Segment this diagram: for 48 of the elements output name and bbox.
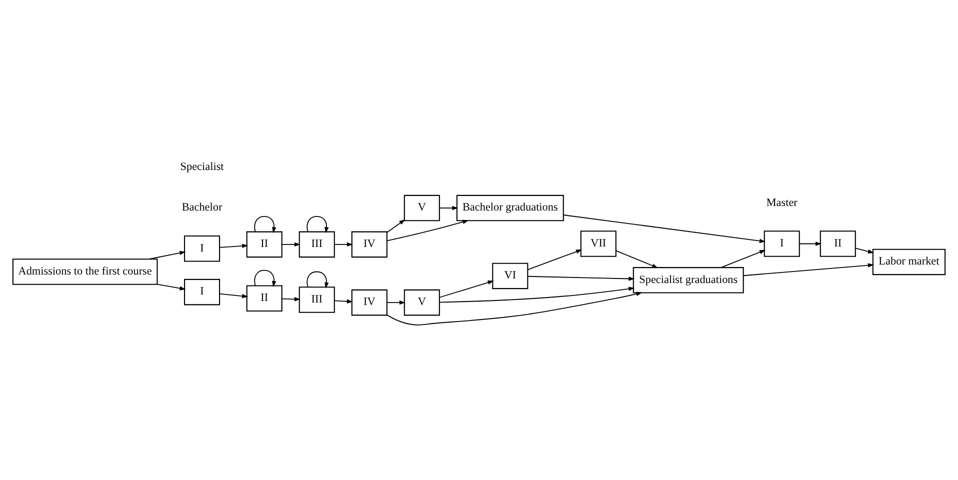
arrow [386, 300, 406, 305]
arrow [219, 293, 248, 298]
node-box: III [298, 231, 335, 258]
node-box: Bachelor graduations [456, 194, 564, 222]
arrow [386, 220, 469, 242]
node-box: Specialist graduations [632, 267, 744, 294]
node-box: III [298, 286, 335, 313]
arrow [282, 297, 300, 302]
node-box: I [184, 278, 220, 306]
arrow [334, 242, 353, 247]
arrow [527, 276, 635, 281]
arrow [254, 270, 276, 288]
node-box: Labor market [872, 248, 946, 276]
arrow [148, 250, 186, 260]
label: Bachelor [182, 202, 222, 214]
node-box: IV [351, 289, 388, 316]
arrow [306, 271, 329, 288]
arrow [306, 216, 329, 234]
arrow [855, 248, 874, 254]
node-box: I [184, 236, 220, 262]
node-box: IV [351, 231, 388, 258]
arrow [386, 219, 406, 233]
node-box: II [246, 231, 282, 258]
node-box: II [820, 230, 856, 257]
arrow [743, 263, 874, 276]
arrow [386, 292, 642, 326]
node-box: Admissions to the first course [12, 258, 158, 285]
node-box: VII [580, 230, 616, 257]
arrow [254, 216, 276, 234]
arrow [334, 299, 353, 304]
node-box: VI [492, 262, 528, 290]
arrow [563, 214, 766, 243]
arrow [282, 242, 300, 247]
node-box: V [404, 289, 440, 316]
node-box: II [246, 285, 282, 312]
arrow [439, 206, 458, 210]
arrow [219, 244, 248, 248]
label: Master [766, 196, 798, 209]
arrow [799, 242, 822, 246]
arrow [156, 284, 186, 290]
arrow [720, 250, 766, 268]
arrow [527, 250, 582, 270]
node-box: V [404, 194, 440, 222]
arrow [439, 286, 635, 303]
arrow [616, 250, 658, 268]
label: Specialist [180, 161, 224, 174]
arrow [439, 280, 494, 298]
node-box: I [764, 230, 800, 257]
